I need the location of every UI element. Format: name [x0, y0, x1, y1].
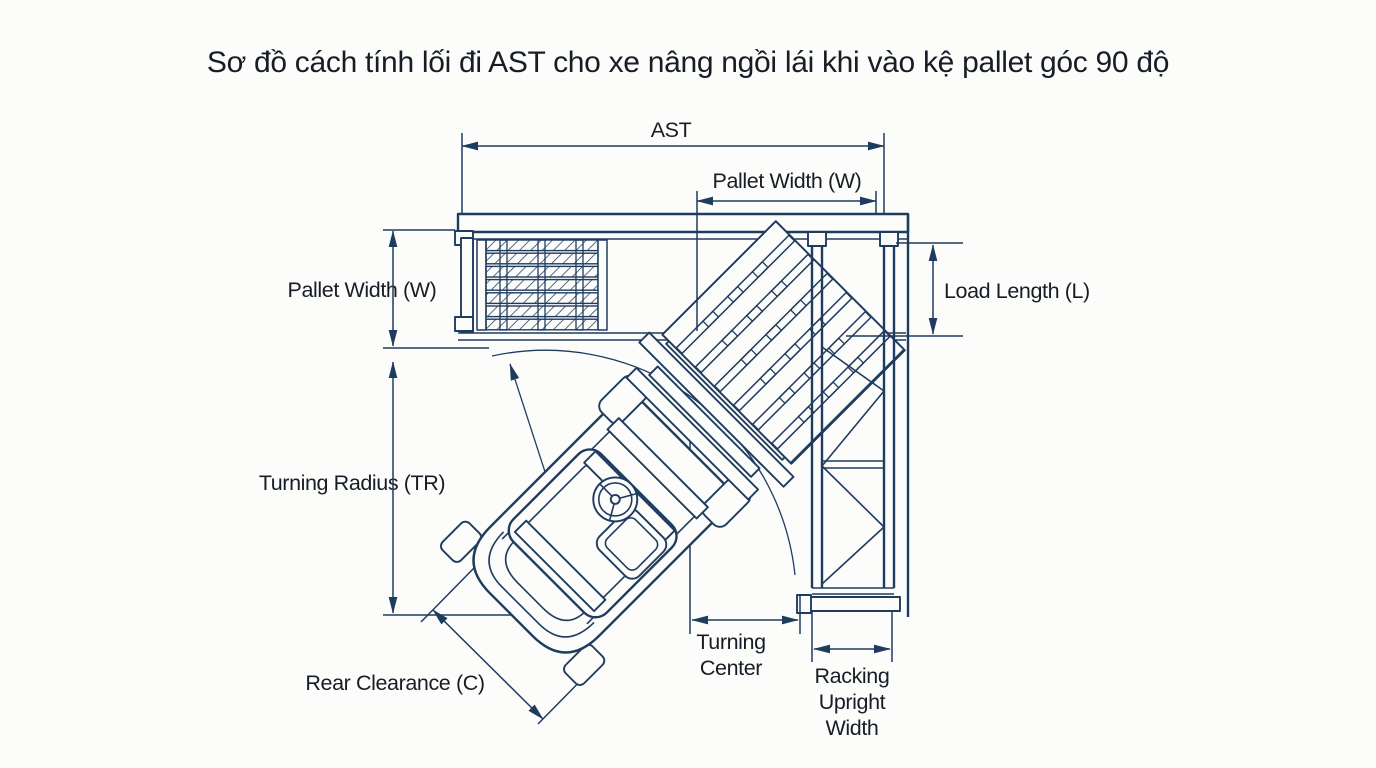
- forklift-rear-bumper: [440, 520, 483, 563]
- dim-racking-upright-width: Racking Upright Width: [811, 612, 893, 740]
- label-racking-upright-line1: Racking: [815, 664, 890, 688]
- stored-pallet-left-edge: [476, 239, 487, 331]
- mast-bar: [648, 365, 761, 478]
- stored-pallet-right-edge: [597, 239, 608, 331]
- upright-braces: [821, 346, 885, 585]
- upright-foot-plate: [803, 596, 901, 612]
- bracket-bottom-plate: [454, 316, 474, 332]
- forklift-rear-bumper: [563, 643, 606, 686]
- dim-turning-radius: Turning Radius (TR): [259, 361, 446, 614]
- dim-turning-center: Turning Center: [691, 594, 801, 680]
- label-pallet-width-left: Pallet Width (W): [288, 278, 437, 302]
- dim-pallet-width-left: Pallet Width (W): [288, 229, 489, 349]
- mast-bar: [625, 366, 760, 501]
- dim-load-length: Load Length (L): [846, 242, 1090, 337]
- racking-upright: [796, 231, 901, 614]
- pallet-on-forks: [661, 220, 906, 465]
- stored-pallet-board: [485, 239, 599, 252]
- stored-pallet: [476, 239, 608, 331]
- upright-foot-block: [796, 594, 812, 614]
- label-turning-radius: Turning Radius (TR): [259, 471, 445, 495]
- label-racking-upright-line3: Width: [826, 716, 879, 740]
- bracket-post: [460, 237, 474, 333]
- stored-pallet-board: [485, 318, 599, 331]
- operator-seat-inner: [604, 517, 659, 571]
- label-turning-center-line1: Turning: [696, 630, 765, 654]
- turning-arc: [491, 349, 796, 576]
- hood-crossbar: [606, 417, 709, 520]
- rack-left-bracket: [454, 230, 474, 333]
- page-title: Sơ đồ cách tính lối đi AST cho xe nâng n…: [207, 46, 1169, 79]
- label-racking-upright-line2: Upright: [819, 690, 886, 714]
- stored-pallet-board: [485, 278, 599, 291]
- rear-clearance-extension-line-1: [420, 566, 476, 623]
- operator-seat: [595, 508, 668, 580]
- steering-wheel: [592, 476, 639, 523]
- stored-pallet-board: [485, 292, 599, 305]
- cab-rear-crossbar: [513, 519, 607, 613]
- forklift: [440, 220, 906, 686]
- pallet-boards: [661, 220, 905, 464]
- pallet-stringer-notches: [702, 260, 865, 424]
- label-rear-clearance: Rear Clearance (C): [305, 671, 484, 695]
- upright-cap: [807, 231, 827, 247]
- counterweight-inner-line: [504, 539, 587, 622]
- rack-top-beam: [456, 212, 910, 234]
- stored-pallet-board: [485, 252, 599, 265]
- counterweight-inner-line: [488, 531, 595, 638]
- label-pallet-width-top: Pallet Width (W): [713, 169, 862, 193]
- stored-pallet-board: [485, 265, 599, 278]
- stored-pallet-board: [485, 305, 599, 318]
- dim-rear-clearance: Rear Clearance (C): [305, 671, 485, 695]
- dim-ast: AST: [461, 118, 885, 214]
- fork-carriage-bar: [638, 331, 795, 488]
- rear-clearance-dimension-line: [432, 609, 544, 720]
- upright-cap: [879, 231, 899, 247]
- label-ast: AST: [651, 118, 692, 142]
- label-load-length: Load Length (L): [944, 279, 1090, 303]
- label-turning-center-line2: Center: [700, 656, 762, 680]
- dim-pallet-width-top: Pallet Width (W): [696, 169, 877, 331]
